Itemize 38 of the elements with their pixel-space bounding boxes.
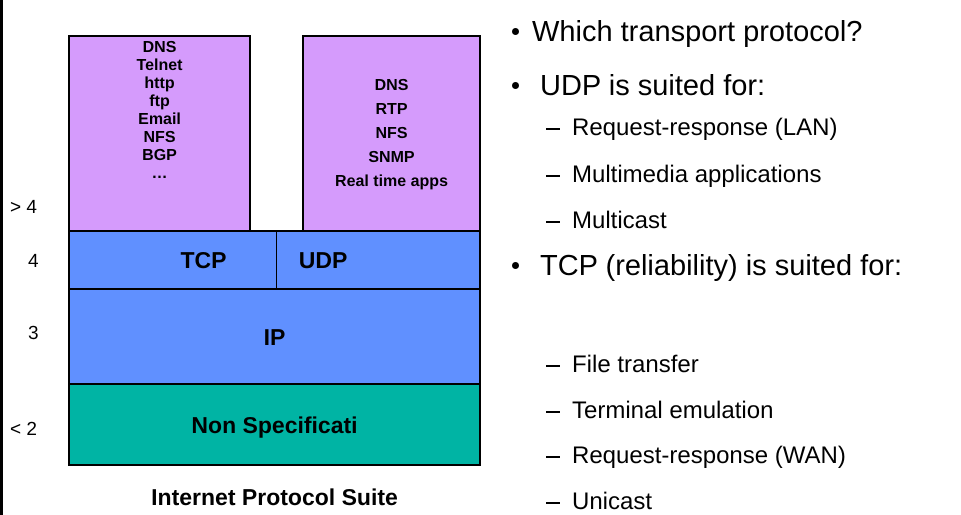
bullet-text: Multimedia applications bbox=[572, 160, 822, 190]
bullet-text: Request-response (WAN) bbox=[572, 441, 846, 471]
protocol-name: UDP bbox=[298, 247, 348, 273]
application-box bbox=[68, 35, 251, 232]
bullet-text: UDP is suited for: bbox=[540, 69, 766, 104]
protocol-name: DNS bbox=[142, 39, 176, 57]
protocol-name: ftp bbox=[149, 93, 170, 111]
protocol-name: Non Specificati bbox=[191, 412, 358, 438]
protocol-name: … bbox=[152, 165, 168, 183]
bullet-text: TCP (reliability) is suited for: bbox=[540, 249, 902, 284]
layer-band bbox=[68, 288, 481, 385]
protocol-name: DNS bbox=[374, 76, 408, 96]
protocol-name: http bbox=[144, 75, 175, 93]
layer-band bbox=[68, 383, 481, 466]
bullet-text: Multicast bbox=[572, 206, 667, 236]
layer-band bbox=[276, 230, 481, 290]
protocol-name: NFS bbox=[376, 124, 408, 144]
caption: Internet Protocol Suite bbox=[150, 484, 399, 510]
layer-number: < 2 bbox=[10, 418, 37, 442]
protocol-name: BGP bbox=[142, 147, 177, 165]
layer-number: > 4 bbox=[10, 196, 37, 220]
protocol-name: Email bbox=[138, 111, 181, 129]
protocol-name: IP bbox=[264, 324, 286, 350]
layer-number: 3 bbox=[28, 322, 39, 346]
application-box bbox=[302, 35, 481, 232]
protocol-name: RTP bbox=[376, 100, 408, 120]
bullet-text: Terminal emulation bbox=[572, 396, 774, 426]
protocol-name: Real time apps bbox=[335, 172, 448, 192]
bullet-text: Unicast bbox=[572, 487, 652, 515]
layer-number: 4 bbox=[28, 250, 39, 274]
layer-band bbox=[68, 230, 278, 290]
bullet-text: Request-response (LAN) bbox=[572, 113, 838, 143]
protocol-name: TCP bbox=[180, 247, 226, 273]
bullet-text: Which transport protocol? bbox=[532, 15, 862, 50]
protocol-name: SNMP bbox=[368, 148, 415, 168]
protocol-name: Telnet bbox=[136, 57, 182, 75]
bullet-text: File transfer bbox=[572, 350, 699, 380]
protocol-name: NFS bbox=[144, 129, 176, 147]
